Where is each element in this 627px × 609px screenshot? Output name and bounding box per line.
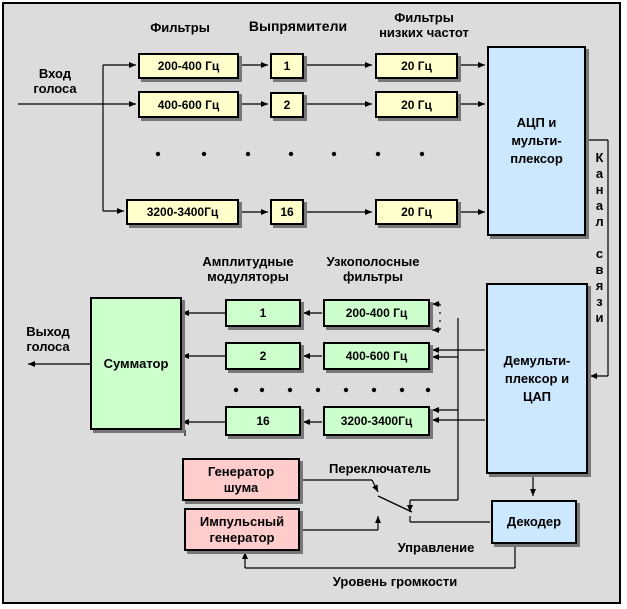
narrowband-filter-1: 200-400 Гц [323, 299, 430, 327]
rectifier-16: 16 [270, 199, 304, 225]
ellipsis-dots-bottom [233, 387, 431, 393]
bandpass-filter-1: 200-400 Гц [138, 53, 239, 79]
narrowband-filters-label: Узкополосные фильтры [326, 254, 420, 284]
am-modulator-1: 1 [225, 299, 301, 327]
bandpass-filter-2: 400-600 Гц [138, 91, 239, 118]
rectifier-1: 1 [270, 53, 304, 79]
filters-label: Фильтры [150, 20, 210, 35]
am-modulator-2: 2 [225, 342, 301, 370]
narrowband-filter-16: 3200-3400Гц [323, 406, 430, 436]
bandpass-filter-16: 3200-3400Гц [126, 199, 239, 225]
voice-input-label: Вход голоса [33, 66, 77, 96]
am-modulators-label: Амплитудные модуляторы [202, 254, 294, 284]
rectifier-2: 2 [270, 92, 304, 118]
lowpass-filter-16: 20 Гц [375, 199, 458, 225]
control-label: Управление [397, 540, 475, 555]
adc-multiplexer: АЦП и мульти- плексор [487, 46, 586, 236]
demultiplexer-dac: Демульти- плексор и ЦАП [486, 283, 588, 474]
summator: Сумматор [90, 297, 182, 430]
volume-label: Уровень громкости [332, 574, 458, 589]
switch-arm [377, 495, 413, 513]
decoder: Декодер [491, 500, 577, 544]
ellipsis-dots-top [155, 151, 425, 157]
channel-label-text: Канал связи [592, 150, 607, 326]
voice-output-label: Выход голоса [26, 324, 70, 354]
switch-label: Переключатель [329, 461, 431, 476]
lowpass-filter-2: 20 Гц [375, 91, 458, 118]
narrowband-filter-2: 400-600 Гц [323, 342, 430, 370]
rectifiers-label: Выпрямители [248, 18, 348, 34]
lowpass-filter-1: 20 Гц [375, 53, 458, 79]
channel-label: Канал связи [592, 148, 607, 328]
am-modulator-16: 16 [225, 406, 301, 436]
lowpass-label: Фильтры низких частот [379, 10, 469, 40]
pulse-generator: Импульсный генератор [184, 508, 300, 551]
noise-generator: Генератор шума [182, 458, 300, 501]
